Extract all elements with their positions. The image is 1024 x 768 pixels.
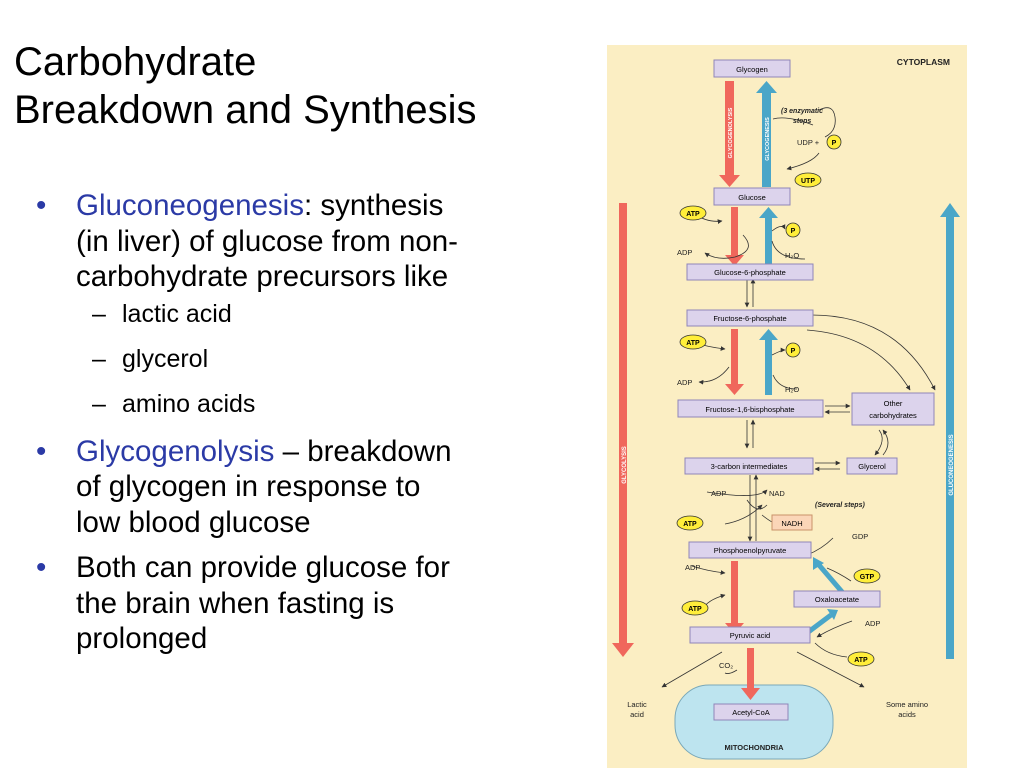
bullet-text: prolonged — [76, 622, 208, 655]
bullet-text: (in liver) of glucose from non- — [76, 224, 459, 258]
acetylcoa-box — [713, 703, 789, 721]
glucose-box — [713, 187, 791, 206]
f16bp-box — [677, 399, 824, 418]
glucose-label: Glucose — [738, 193, 766, 202]
water-label: H₂O — [785, 251, 799, 260]
term-glycogenolysis: Glycogenolysis — [76, 434, 275, 468]
other-carbohydrates-label-2: carbohydrates — [869, 411, 917, 420]
cytoplasm-label: CYTOPLASM — [897, 57, 950, 67]
atp-label: ATP — [683, 521, 697, 528]
bullet-text: carbohydrate precursors like — [76, 260, 449, 293]
f6p-box — [686, 309, 814, 327]
bullet-text: the brain when fasting is — [76, 586, 395, 620]
phosphate-label: P — [791, 228, 796, 235]
slide-title-line2: Breakdown and Synthesis — [14, 88, 477, 132]
bullet-text: – breakdown — [274, 434, 452, 468]
phosphate-label: P — [791, 348, 796, 355]
adp-label: ADP — [685, 563, 700, 572]
acetylcoa-label: Acetyl-CoA — [732, 708, 770, 717]
term-gluconeogenesis: Gluconeogenesis — [76, 189, 304, 222]
glycogenesis-arrow — [756, 81, 777, 187]
enzymatic-steps-label-2: steps — [793, 118, 811, 125]
bullet-list: • Gluconeogenesis: synthesis (in liver) … — [30, 188, 595, 667]
pyruvic-label: Pyruvic acid — [730, 631, 770, 640]
lactic-acid-label-1: Lactic — [627, 700, 647, 709]
pyruvic-box — [689, 626, 811, 644]
bullet-brain-glucose: • Both can provide glucose for the brain… — [30, 550, 595, 657]
sub-bullet: –lactic acid — [92, 299, 232, 328]
other-carbohydrates-box — [851, 392, 935, 426]
slide-title: Carbohydrate Breakdown and Synthesis — [14, 38, 614, 134]
f6p-label: Fructose-6-phosphate — [713, 314, 786, 323]
f16bp-label: Fructose-1,6-bisphosphate — [705, 405, 794, 414]
lactic-acid-label-2: acid — [630, 710, 644, 719]
utp-label: UTP — [801, 178, 815, 185]
bullet-text: Both can provide glucose for — [76, 551, 450, 584]
amino-acids-label-2: acids — [898, 710, 916, 719]
atp-label: ATP — [854, 657, 868, 664]
red-step-arrows — [725, 207, 760, 700]
pep-label: Phosphoenolpyruvate — [714, 546, 787, 555]
amino-acids-label-1: Some amino — [886, 700, 928, 709]
g6p-label: Glucose-6-phosphate — [714, 268, 786, 277]
carbohydrate-pathway-figure: CYTOPLASM MITOCHONDRIA GLYCOLYSIS GLUCON… — [607, 45, 967, 768]
atp-label: ATP — [686, 211, 700, 218]
glycolysis-label: GLYCOLYSIS — [622, 446, 628, 484]
several-steps-label: (Several steps) — [815, 502, 865, 509]
gluconeogenesis-label: GLUCONEOGENESIS — [949, 434, 955, 495]
adp-label: ADP — [865, 619, 880, 628]
adp-label: ADP — [677, 378, 692, 387]
glycerol-label: Glycerol — [858, 462, 886, 471]
gluconeogenesis-arrow — [940, 203, 960, 659]
bullet-text: : synthesis — [303, 189, 444, 222]
glycogenolysis-label: GLYCOGENOLYSIS — [728, 107, 734, 158]
oxaloacetate-label: Oxaloacetate — [815, 595, 859, 604]
glycogenesis-label: GLYCOGENESIS — [765, 117, 771, 161]
bullet-glycogenolysis: • Glycogenolysis – breakdown of glycogen… — [30, 434, 595, 541]
water-label: H₂O — [785, 385, 799, 394]
phosphate-label: P — [832, 140, 837, 147]
glycogen-label: Glycogen — [736, 65, 768, 74]
sub-bullet: –amino acids — [92, 389, 256, 418]
misc-labels: (3 enzymatic steps UDP + ADP H₂O ADP H₂O… — [627, 108, 928, 719]
sub-bullet: –glycerol — [92, 344, 209, 373]
gdp-label: GDP — [852, 532, 868, 541]
cofactor-ellipses: ATP P ATP P ATP GTP ATP ATP P UTP — [676, 134, 881, 667]
glycogenolysis-arrow — [719, 81, 740, 187]
bullet-dot: • — [36, 551, 47, 584]
adp-label: ADP — [677, 248, 692, 257]
glycogen-box — [713, 59, 791, 78]
three-carbon-label: 3-carbon intermediates — [711, 462, 788, 471]
enzymatic-steps-label-1: (3 enzymatic — [781, 108, 823, 115]
blue-step-arrows — [759, 207, 845, 635]
oxaloacetate-box — [793, 590, 881, 608]
bullet-text: of glycogen in response to — [76, 470, 421, 503]
connector-lines — [661, 107, 936, 688]
bullet-dot: • — [36, 434, 47, 468]
bullet-text: low blood glucose — [76, 505, 311, 539]
co2-label: CO₂ — [719, 661, 733, 670]
g6p-box — [686, 263, 814, 281]
glycerol-box — [846, 457, 898, 475]
atp-label: ATP — [686, 340, 700, 347]
nadh-box — [771, 514, 813, 531]
udp-label: UDP + — [797, 138, 820, 147]
bullet-dot: • — [36, 189, 47, 222]
nadh-label: NADH — [781, 519, 802, 528]
nad-label: NAD — [769, 489, 785, 498]
mitochondria-label: MITOCHONDRIA — [724, 743, 784, 752]
three-carbon-box — [684, 457, 814, 475]
atp-label: ATP — [688, 606, 702, 613]
other-carbohydrates-label-1: Other — [884, 399, 903, 408]
bullet-gluconeogenesis: • Gluconeogenesis: synthesis (in liver) … — [30, 188, 595, 419]
precursor-list: –lactic acid –glycerol –amino acids — [76, 299, 595, 419]
adp-label: ADP — [711, 489, 726, 498]
pep-box — [688, 541, 812, 559]
pathway-boxes: Glycogen Glucose Glucose-6-phosphate Fru… — [677, 59, 935, 721]
gtp-label: GTP — [860, 574, 875, 581]
slide-title-line1: Carbohydrate — [14, 40, 257, 84]
glycolysis-arrow — [612, 203, 634, 657]
